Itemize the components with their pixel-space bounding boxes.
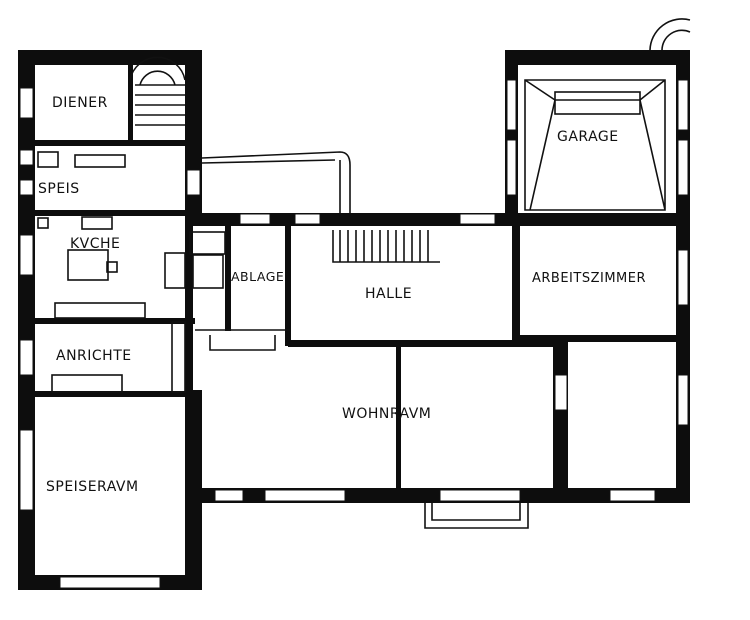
room-label-arbeitszimmer: ARBEITSZIMMER bbox=[532, 271, 646, 286]
room-label-ablage: ABLAGE bbox=[231, 269, 284, 284]
room-label-garage: GARAGE bbox=[557, 129, 619, 145]
room-label-anrichte: ANRICHTE bbox=[56, 348, 132, 364]
room-label-halle: HALLE bbox=[365, 286, 412, 302]
windows bbox=[19, 79, 689, 589]
fixtures bbox=[37, 18, 691, 529]
room-label-kueche: KVCHE bbox=[70, 236, 120, 252]
room-label-speiseraum: SPEISERAVM bbox=[46, 479, 139, 495]
room-label-speis: SPEIS bbox=[38, 181, 80, 197]
room-label-wohnraum: WOHNRAVM bbox=[342, 406, 431, 422]
room-label-diener: DIENER bbox=[52, 95, 108, 111]
